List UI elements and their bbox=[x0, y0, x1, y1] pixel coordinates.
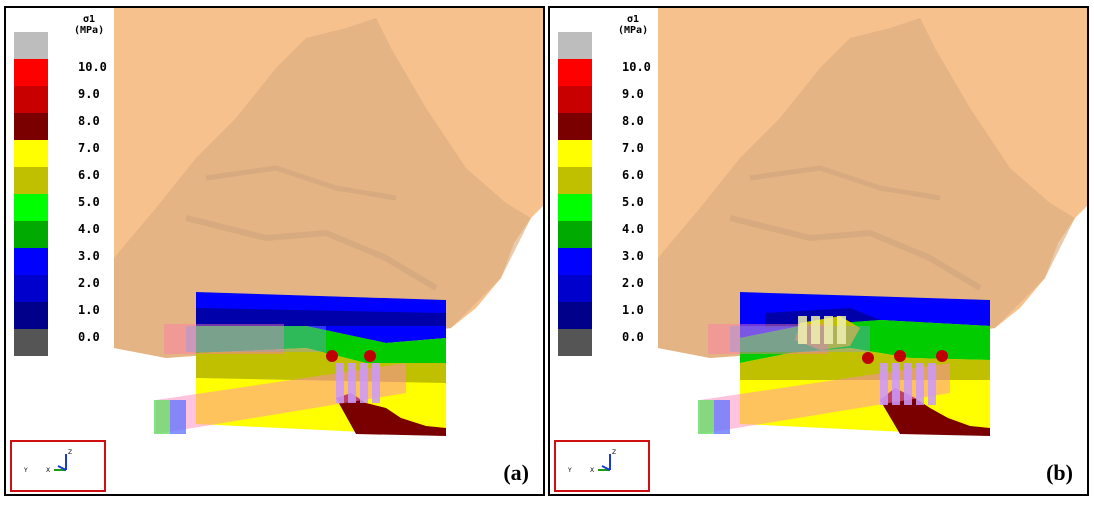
axis-triad: Z Y X bbox=[10, 440, 106, 492]
legend-tick: 9.0 bbox=[78, 87, 100, 101]
rock-shade bbox=[658, 18, 1075, 358]
bolts-b-lower bbox=[880, 363, 936, 405]
legend-tick: 6.0 bbox=[78, 168, 100, 182]
panel-a: σ1 (MPa) 10.0 9.0 8.0 7.0 6.0 5.0 4.0 3.… bbox=[4, 6, 545, 496]
legend-tick: 10.0 bbox=[78, 60, 107, 74]
axis-x-label: X bbox=[46, 467, 50, 474]
axis-y-label: Y bbox=[23, 467, 28, 474]
legend-title: σ1 (MPa) bbox=[618, 14, 649, 36]
stress-scene-a bbox=[114, 8, 543, 436]
legend-tick: 2.0 bbox=[78, 276, 100, 290]
axis-triad: Z Y X bbox=[554, 440, 650, 492]
axis-z-label: Z bbox=[68, 449, 72, 456]
stress-scene-b bbox=[658, 8, 1087, 436]
legend-tick: 5.0 bbox=[622, 195, 644, 209]
legend-tick: 9.0 bbox=[622, 87, 644, 101]
legend-tick: 3.0 bbox=[78, 249, 100, 263]
panel-b: σ1 (MPa) 10.0 9.0 8.0 7.0 6.0 5.0 4.0 3.… bbox=[548, 6, 1089, 496]
axis-z-label: Z bbox=[612, 449, 616, 456]
legend-tick: 1.0 bbox=[622, 303, 644, 317]
legend-tick: 1.0 bbox=[78, 303, 100, 317]
panel-label-b: (b) bbox=[1046, 460, 1073, 485]
axis-y-label: Y bbox=[567, 467, 572, 474]
legend-tick: 3.0 bbox=[622, 249, 644, 263]
legend-tick: 7.0 bbox=[622, 141, 644, 155]
bolts-a bbox=[336, 363, 380, 403]
legend-tick: 8.0 bbox=[78, 114, 100, 128]
rock-shade bbox=[114, 18, 531, 358]
panel-label-a: (a) bbox=[503, 460, 529, 485]
legend-tick: 6.0 bbox=[622, 168, 644, 182]
legend-title: σ1 (MPa) bbox=[74, 14, 105, 36]
legend-tick: 0.0 bbox=[622, 330, 644, 344]
stress-legend bbox=[14, 32, 54, 356]
stress-legend bbox=[558, 32, 598, 356]
bolts-b-upper bbox=[798, 316, 846, 344]
legend-tick: 8.0 bbox=[622, 114, 644, 128]
legend-tick: 4.0 bbox=[622, 222, 644, 236]
legend-tick: 2.0 bbox=[622, 276, 644, 290]
axis-x-label: X bbox=[590, 467, 594, 474]
legend-tick: 5.0 bbox=[78, 195, 100, 209]
legend-tick: 7.0 bbox=[78, 141, 100, 155]
legend-tick: 0.0 bbox=[78, 330, 100, 344]
legend-tick: 10.0 bbox=[622, 60, 651, 74]
legend-tick: 4.0 bbox=[78, 222, 100, 236]
